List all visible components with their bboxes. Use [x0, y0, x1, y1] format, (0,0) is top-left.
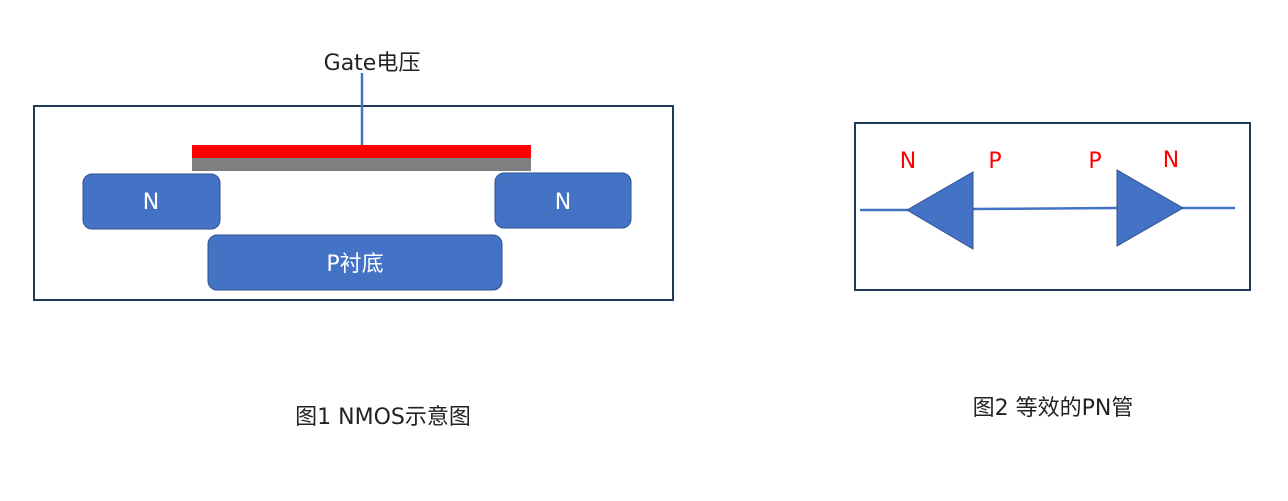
right-diode-triangle: [1116, 169, 1185, 247]
left-diode-triangle: [906, 171, 974, 250]
pn-wire-middle: [972, 206, 1118, 211]
gate-oxide: [192, 158, 531, 171]
left-n-label: N: [900, 149, 916, 174]
nmos-frame: [33, 105, 674, 301]
p-substrate-region: [207, 234, 503, 291]
gate-metal: [192, 145, 531, 158]
drain-n-region: [494, 172, 632, 229]
pn-frame: [854, 122, 1251, 291]
gate-voltage-label: Gate电压: [324, 51, 421, 76]
right-p-label: P: [1088, 149, 1101, 174]
p-substrate-label: P衬底: [326, 252, 383, 277]
pn-figure: N P P N 图2 等效的PN管: [854, 122, 1251, 421]
nmos-figure: Gate电压 N N P衬底 图1 NMOS示意图: [33, 51, 674, 430]
right-n-label: N: [1163, 148, 1179, 173]
figure2-caption: 图2 等效的PN管: [973, 396, 1134, 421]
source-n-region: [82, 173, 221, 230]
left-p-label: P: [988, 149, 1001, 174]
drain-n-label: N: [555, 190, 571, 215]
source-n-label: N: [143, 190, 159, 215]
figure1-caption: 图1 NMOS示意图: [295, 405, 471, 430]
